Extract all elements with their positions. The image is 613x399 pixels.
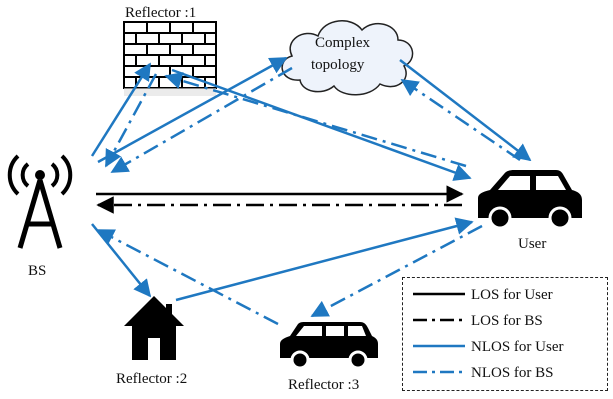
complex-label-line2: topology (311, 57, 365, 73)
cloud-icon (281, 20, 414, 96)
user-label: User (518, 236, 547, 252)
legend: LOS for User LOS for BS NLOS for User NL… (402, 277, 608, 391)
legend-item-los-bs: LOS for BS (403, 308, 609, 332)
suv-icon (280, 322, 378, 370)
nlos-user-links (90, 56, 532, 302)
car-icon (478, 170, 582, 230)
legend-swatch (413, 318, 465, 322)
legend-label: LOS for BS (471, 313, 543, 329)
los-links (96, 185, 464, 214)
reflector1-label: Reflector :1 (125, 5, 197, 21)
legend-swatch (413, 292, 465, 296)
complex-label-line1: Complex (315, 35, 370, 51)
legend-item-nlos-bs: NLOS for BS (403, 360, 609, 384)
legend-label: NLOS for User (471, 339, 564, 355)
nlos-bs-links (96, 66, 521, 326)
legend-item-nlos-user: NLOS for User (403, 334, 609, 358)
antenna-icon (7, 154, 73, 249)
legend-label: LOS for User (471, 287, 553, 303)
reflector3-label: Reflector :3 (288, 377, 360, 393)
legend-swatch (413, 344, 465, 348)
reflector2-label: Reflector :2 (116, 371, 188, 387)
legend-swatch (413, 370, 465, 374)
bs-label: BS (28, 263, 47, 279)
house-icon (124, 296, 184, 360)
legend-item-los-user: LOS for User (403, 282, 609, 306)
legend-label: NLOS for BS (471, 365, 554, 381)
